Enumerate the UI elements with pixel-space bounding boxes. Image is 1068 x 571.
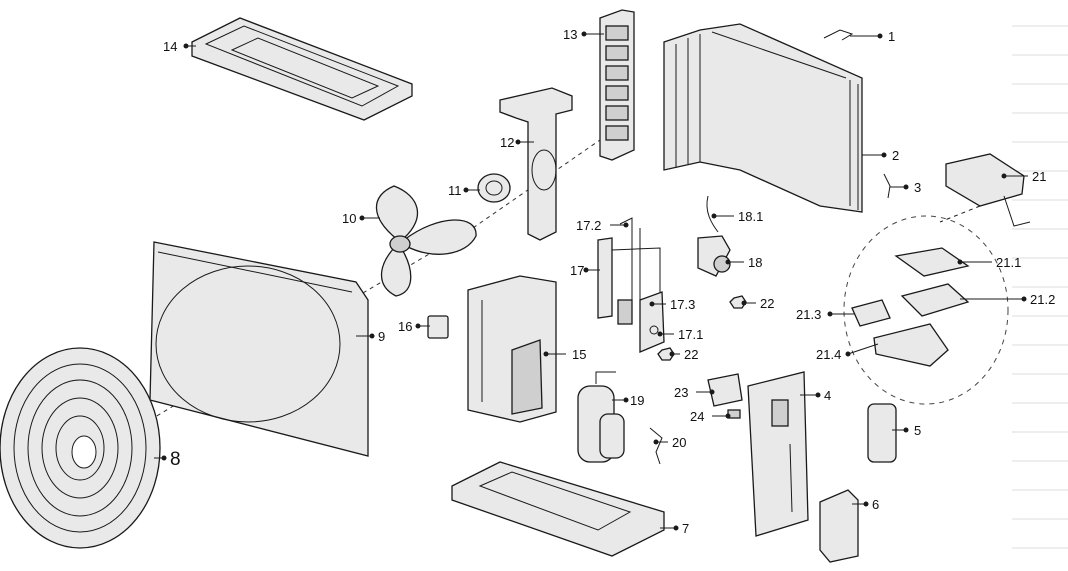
callout-21-1: 21.1 [996,255,1021,270]
control-box-group-ring [843,215,1009,405]
callout-19: 19 [630,393,644,408]
margin-rules [1012,25,1068,549]
part-4-right-side-panel [747,371,809,537]
callout-22-b: 22 [684,347,698,362]
callout-11: 11 [448,183,462,198]
callout-18: 18 [748,255,762,270]
part-9-front-panel [149,241,369,457]
part-19-compressor [577,371,625,463]
part-2-condenser-coil [663,23,863,213]
part-8-fan-guard [0,347,161,549]
part-12-motor-bracket [499,87,573,241]
part-15-partition-plate [467,275,557,423]
part-20-pipe [649,427,663,465]
callout-16: 16 [398,319,412,334]
part-17-valve-assembly [597,217,661,325]
callout-13: 13 [563,27,577,42]
callout-6: 6 [872,497,879,512]
callout-5: 5 [914,423,921,438]
part-3-sensor-clip [883,173,891,199]
part-17-3-valve-plate [639,291,665,353]
callout-21: 21 [1032,169,1046,184]
callout-18-1: 18.1 [738,209,763,224]
callout-3: 3 [914,180,921,195]
callout-21-2: 21.2 [1030,292,1055,307]
callout-17: 17 [570,263,584,278]
callout-21-4: 21.4 [816,347,841,362]
callout-14: 14 [163,39,177,54]
part-23-terminal-bracket [707,373,743,407]
callout-17-3: 17.3 [670,297,695,312]
callout-2: 2 [892,148,899,163]
part-21-2-pcb [900,283,970,317]
callout-17-2: 17.2 [576,218,601,233]
part-22-nut-a [729,295,747,309]
callout-10: 10 [342,211,356,226]
part-21-control-box [945,153,1031,227]
callout-24: 24 [690,409,704,424]
part-21-3-board-holder [851,299,891,327]
callout-12: 12 [500,135,514,150]
callouts: 1 2 3 21 21.1 21.2 21.3 21.4 4 5 6 7 [154,27,1055,536]
part-16-capacitor [427,315,449,339]
part-13-side-grille [599,9,635,161]
callout-23: 23 [674,385,688,400]
callout-22-a: 22 [760,296,774,311]
part-21-4-electric-box [873,323,949,367]
callout-20: 20 [672,435,686,450]
callout-9: 9 [378,329,385,344]
callout-15: 15 [572,347,586,362]
callout-8: 8 [170,449,181,470]
part-21-1-pcb-cover [894,247,970,277]
part-22-nut-b [657,347,675,361]
callout-1: 1 [888,29,895,44]
callout-7: 7 [682,521,689,536]
part-10-fan-blade [375,185,477,297]
part-18-valve [697,195,731,277]
callout-17-1: 17.1 [678,327,703,342]
part-1-sensor-wire [823,29,854,41]
part-14-top-cover [191,17,413,121]
part-11-fan-motor [477,173,511,203]
callout-21-3: 21.3 [796,307,821,322]
part-6-valve-cover [819,489,859,563]
callout-4: 4 [824,388,831,403]
part-5-handle-cover [867,403,897,463]
part-7-base-tray [451,461,665,557]
